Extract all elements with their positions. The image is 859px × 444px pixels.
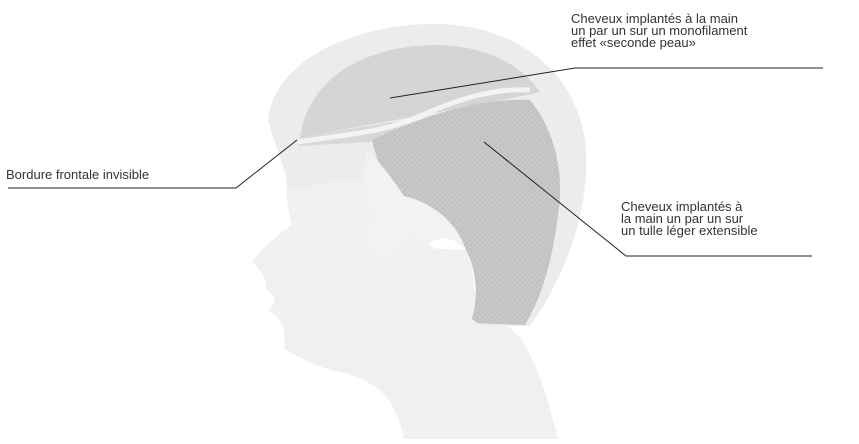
- callout-top-line-3: effet «seconde peau»: [571, 37, 747, 49]
- callout-left-text: Bordure frontale invisible: [6, 169, 149, 181]
- callout-top-text: Cheveux implantés à la main un par un su…: [571, 13, 747, 49]
- callout-left-line-1: Bordure frontale invisible: [6, 169, 149, 181]
- callout-right-line-3: un tulle léger extensible: [621, 225, 758, 237]
- callout-right-text: Cheveux implantés à la main un par un su…: [621, 201, 758, 237]
